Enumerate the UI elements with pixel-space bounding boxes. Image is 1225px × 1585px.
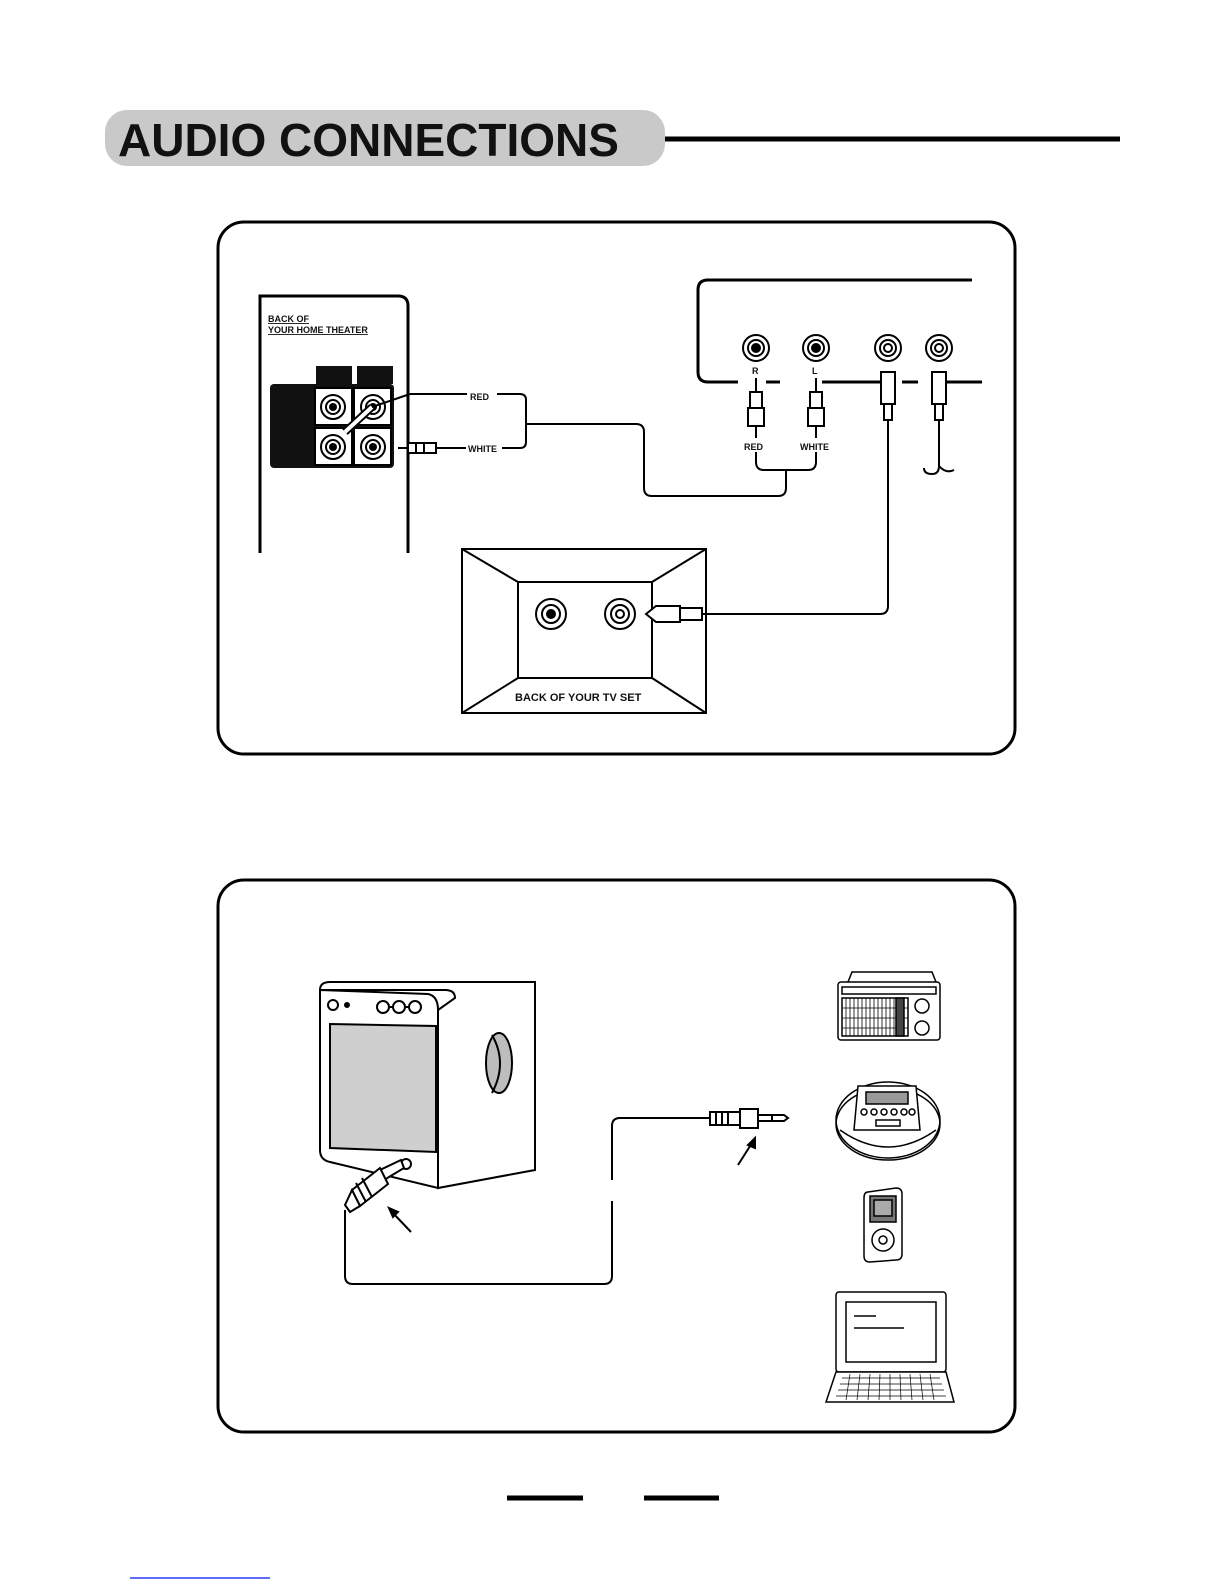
arrow-icon	[389, 1208, 411, 1232]
arrow-icon	[738, 1138, 755, 1165]
plug-red-label: RED	[744, 442, 764, 452]
home-theater-panel: BACK OF YOUR HOME THEATER	[260, 296, 466, 553]
home-theater-label-line2: YOUR HOME THEATER	[268, 325, 368, 335]
jack-l-label: L	[812, 366, 818, 376]
cable-white-label: WHITE	[468, 444, 497, 454]
source-device-panel: R L RED WHITE	[698, 280, 982, 614]
page-header: AUDIO CONNECTIONS	[105, 110, 1120, 166]
cd-player-icon	[836, 1082, 940, 1160]
page-footer	[130, 1498, 719, 1578]
video-plug-icon	[646, 606, 702, 622]
aux-cable	[345, 1201, 612, 1284]
diagram-tv-connection: BACK OF YOUR HOME THEATER	[218, 222, 1015, 754]
plug-white-label: WHITE	[800, 442, 829, 452]
mini-jack-plug-icon	[710, 1109, 788, 1128]
tv-label: BACK OF YOUR TV SET	[515, 692, 642, 704]
home-theater-label-line1: BACK OF	[268, 314, 309, 324]
video-plug-icon	[924, 372, 954, 474]
tv-back-panel: BACK OF YOUR TV SET	[462, 549, 706, 713]
mp3-player-icon	[864, 1188, 902, 1262]
cable-red-label: RED	[470, 392, 490, 402]
rca-plug-icon	[398, 443, 466, 453]
laptop-icon	[826, 1292, 954, 1402]
page-title: AUDIO CONNECTIONS	[118, 114, 619, 166]
rca-plug-icon	[748, 378, 764, 438]
subwoofer-icon	[320, 982, 535, 1188]
video-plug-icon	[881, 372, 895, 428]
rca-plug-icon	[808, 378, 824, 438]
jack-r-label: R	[752, 366, 759, 376]
diagram-aux-connection	[218, 880, 1015, 1432]
radio-icon	[838, 972, 940, 1040]
diagram-frame	[218, 222, 1015, 754]
